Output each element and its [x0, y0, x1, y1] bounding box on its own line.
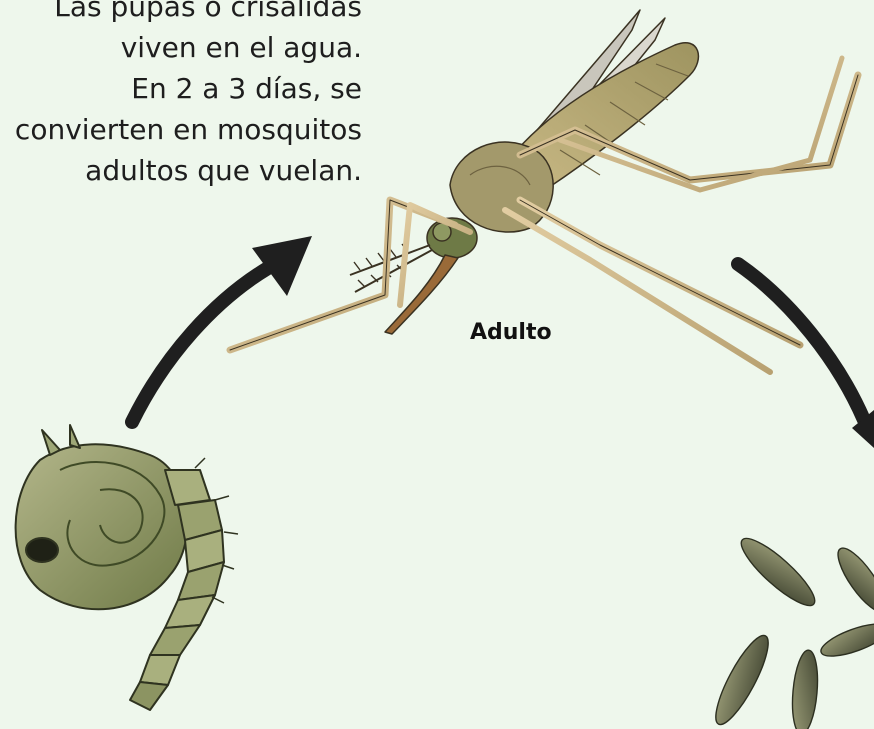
mosquito-adult-icon	[230, 10, 858, 372]
cycle-arrow-icon	[738, 264, 874, 448]
mosquito-eggs-icon	[707, 530, 874, 729]
mosquito-pupa-icon	[16, 425, 238, 710]
stage-label-adult: Adulto	[470, 320, 552, 345]
